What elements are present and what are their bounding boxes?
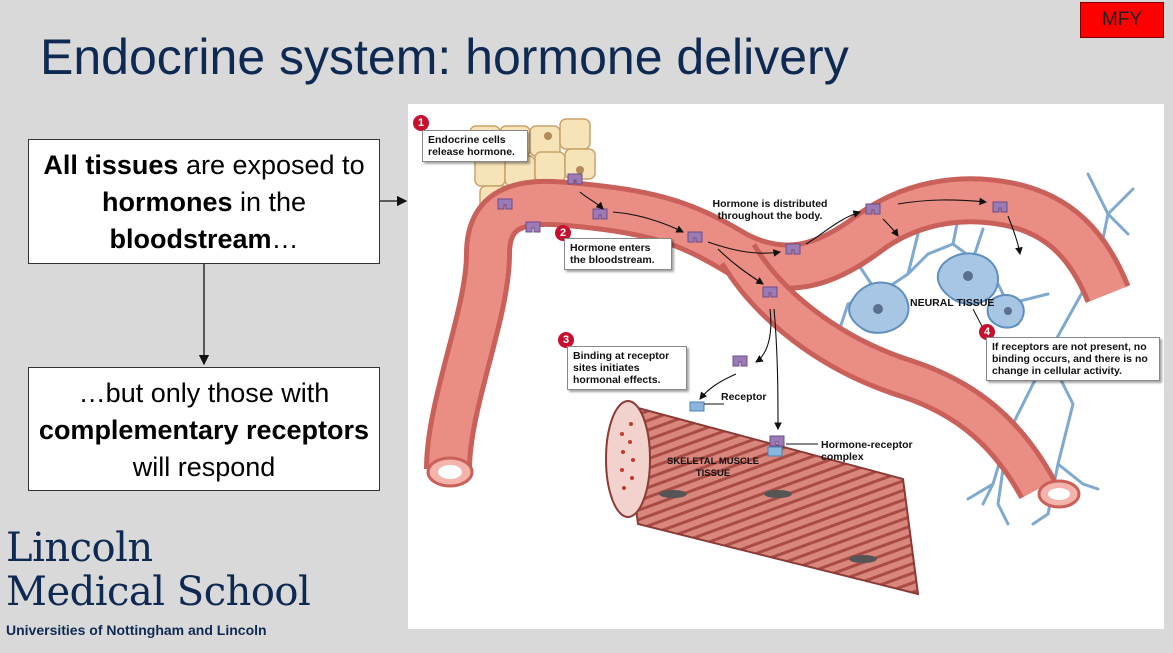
box2-text-1: …but only those with: [78, 378, 330, 408]
box1-text-2: are exposed to: [178, 150, 365, 180]
hormone-receptor-complex-label: Hormone-receptor complex: [821, 439, 913, 463]
step-4-marker: 4: [979, 324, 995, 340]
step-4-callout: If receptors are not present, no binding…: [986, 337, 1160, 381]
hormone-delivery-figure: 1 Endocrine cells release hormone. 2 Hor…: [408, 104, 1164, 629]
all-tissues-box: All tissues are exposed to hormones in t…: [28, 139, 380, 264]
logo-line-2: Medical School: [6, 569, 311, 615]
skeletal-muscle: [621, 402, 920, 596]
neuron-nuclei: [873, 271, 1012, 315]
step-2-marker: 2: [555, 225, 571, 241]
distributed-label: Hormone is distributed throughout the bo…: [712, 198, 828, 222]
complementary-receptors-box: …but only those with complementary recep…: [28, 367, 380, 491]
figure-artwork: [424, 118, 1135, 596]
logo-line-3: Universities of Nottingham and Lincoln: [6, 622, 267, 638]
step-3-callout: Binding at receptor sites initiates horm…: [567, 346, 687, 390]
muscle-cross-section: [605, 400, 651, 518]
hormone-molecules: [497, 173, 1008, 447]
box2-text-3: will respond: [132, 452, 276, 482]
step-2-callout: Hormone enters the bloodstream.: [564, 238, 672, 270]
muscle-fibers: [620, 422, 635, 490]
receptor-label: Receptor: [721, 391, 767, 403]
step-1-callout: Endocrine cells release hormone.: [422, 130, 528, 162]
slide-title: Endocrine system: hormone delivery: [40, 29, 849, 85]
box1-text-5: bloodstream: [109, 224, 272, 254]
logo-line-1: Lincoln: [6, 525, 153, 571]
mfy-badge: MFY: [1080, 2, 1164, 38]
step-1-marker: 1: [413, 115, 429, 131]
box1-text-6: …: [271, 224, 299, 254]
box1-text-4: in the: [232, 187, 307, 217]
neuron-bodies: [848, 252, 1025, 334]
box1-text-3: hormones: [101, 187, 233, 217]
step-3-marker: 3: [558, 332, 574, 348]
connector-arrows: [198, 195, 408, 366]
muscle-nuclei: [659, 490, 877, 563]
lincoln-medical-school-logo: Lincoln Medical School Universities of N…: [6, 525, 311, 638]
neural-tissue-label: NEURAL TISSUE: [910, 297, 995, 309]
flow-arrows: [579, 191, 1023, 431]
box2-text-2: complementary receptors: [38, 415, 370, 445]
skeletal-muscle-label: SKELETAL MUSCLE TISSUE: [666, 456, 759, 479]
box1-text-1: All tissues: [43, 150, 179, 180]
receptor-sites: [689, 401, 783, 457]
